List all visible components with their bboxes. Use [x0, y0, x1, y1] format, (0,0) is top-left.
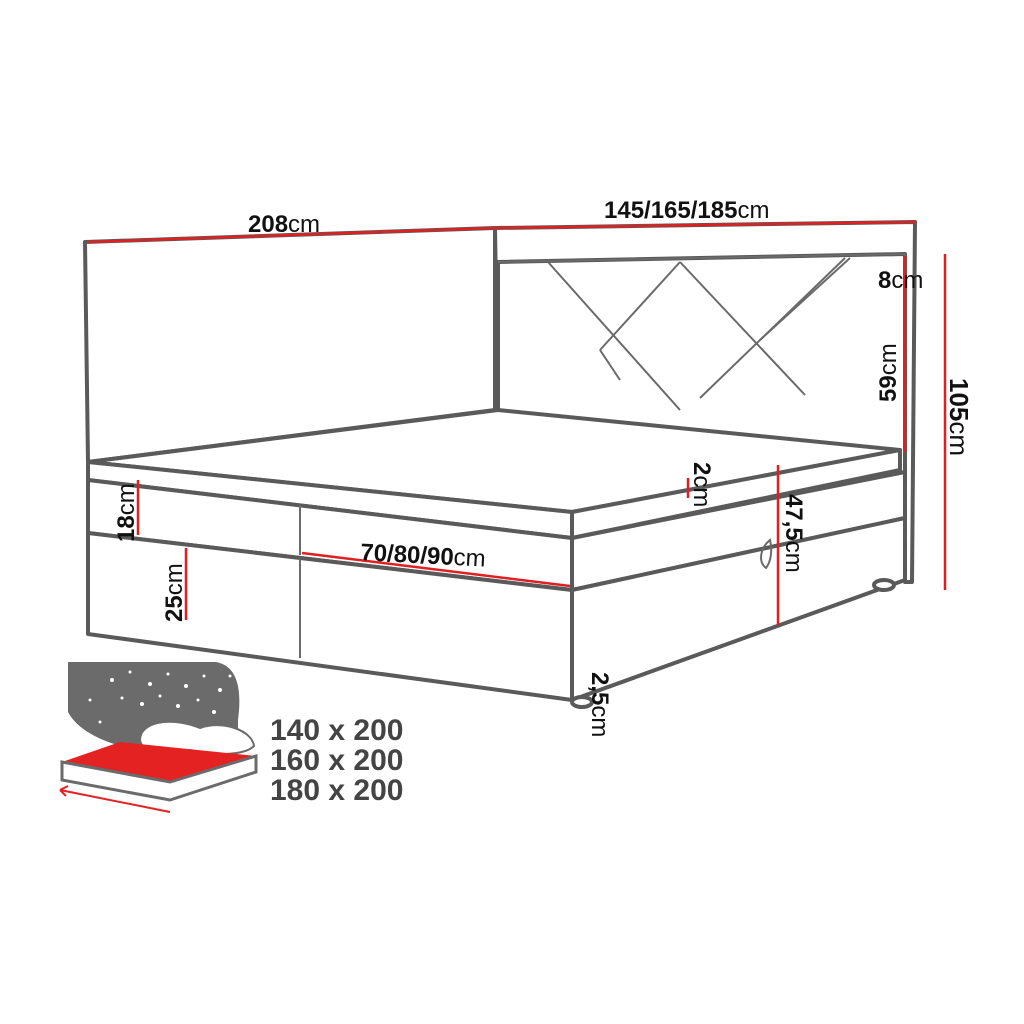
bed-height-label: 47,5cm: [780, 494, 807, 573]
bed-drawing: [83, 220, 917, 709]
headboard-height-label: 59cm: [875, 343, 902, 402]
section-width-label: 70/80/90cm: [360, 539, 487, 573]
mattress-side: [570, 448, 902, 540]
size-item: 160 x 200: [270, 744, 403, 777]
headboard-top-label: 8cm: [878, 267, 923, 294]
topper-label: 2cm: [688, 462, 715, 507]
lower-box-side: [570, 516, 907, 702]
mattress-top-red: [62, 742, 256, 782]
section-width-line: [301, 551, 571, 588]
foot-front: [570, 695, 594, 709]
mattress-base: [60, 753, 258, 802]
width-label: 145/165/185cm: [604, 197, 769, 224]
foot-back: [872, 578, 896, 592]
size-item: 140 x 200: [270, 714, 403, 747]
headboard-stitching: [547, 257, 851, 411]
mattress-arrow: [59, 785, 171, 813]
size-item: 180 x 200: [270, 774, 403, 807]
length-label: 208cm: [248, 211, 320, 238]
feet-label: 2,5cm: [586, 672, 613, 737]
total-height-label: 105cm: [944, 378, 974, 456]
mattress-label: 18cm: [113, 483, 140, 542]
length-line: [87, 226, 496, 244]
width-line: [494, 220, 916, 230]
mattress-icon: [59, 662, 258, 813]
dimension-lines: [87, 220, 947, 625]
storage-handle: [760, 538, 773, 570]
dimension-labels: 208cm 145/165/185cm 8cm 59cm 105cm 2cm 1…: [113, 197, 974, 737]
size-list: 140 x 200 160 x 200 180 x 200: [270, 714, 403, 807]
box-label: 25cm: [161, 563, 188, 622]
